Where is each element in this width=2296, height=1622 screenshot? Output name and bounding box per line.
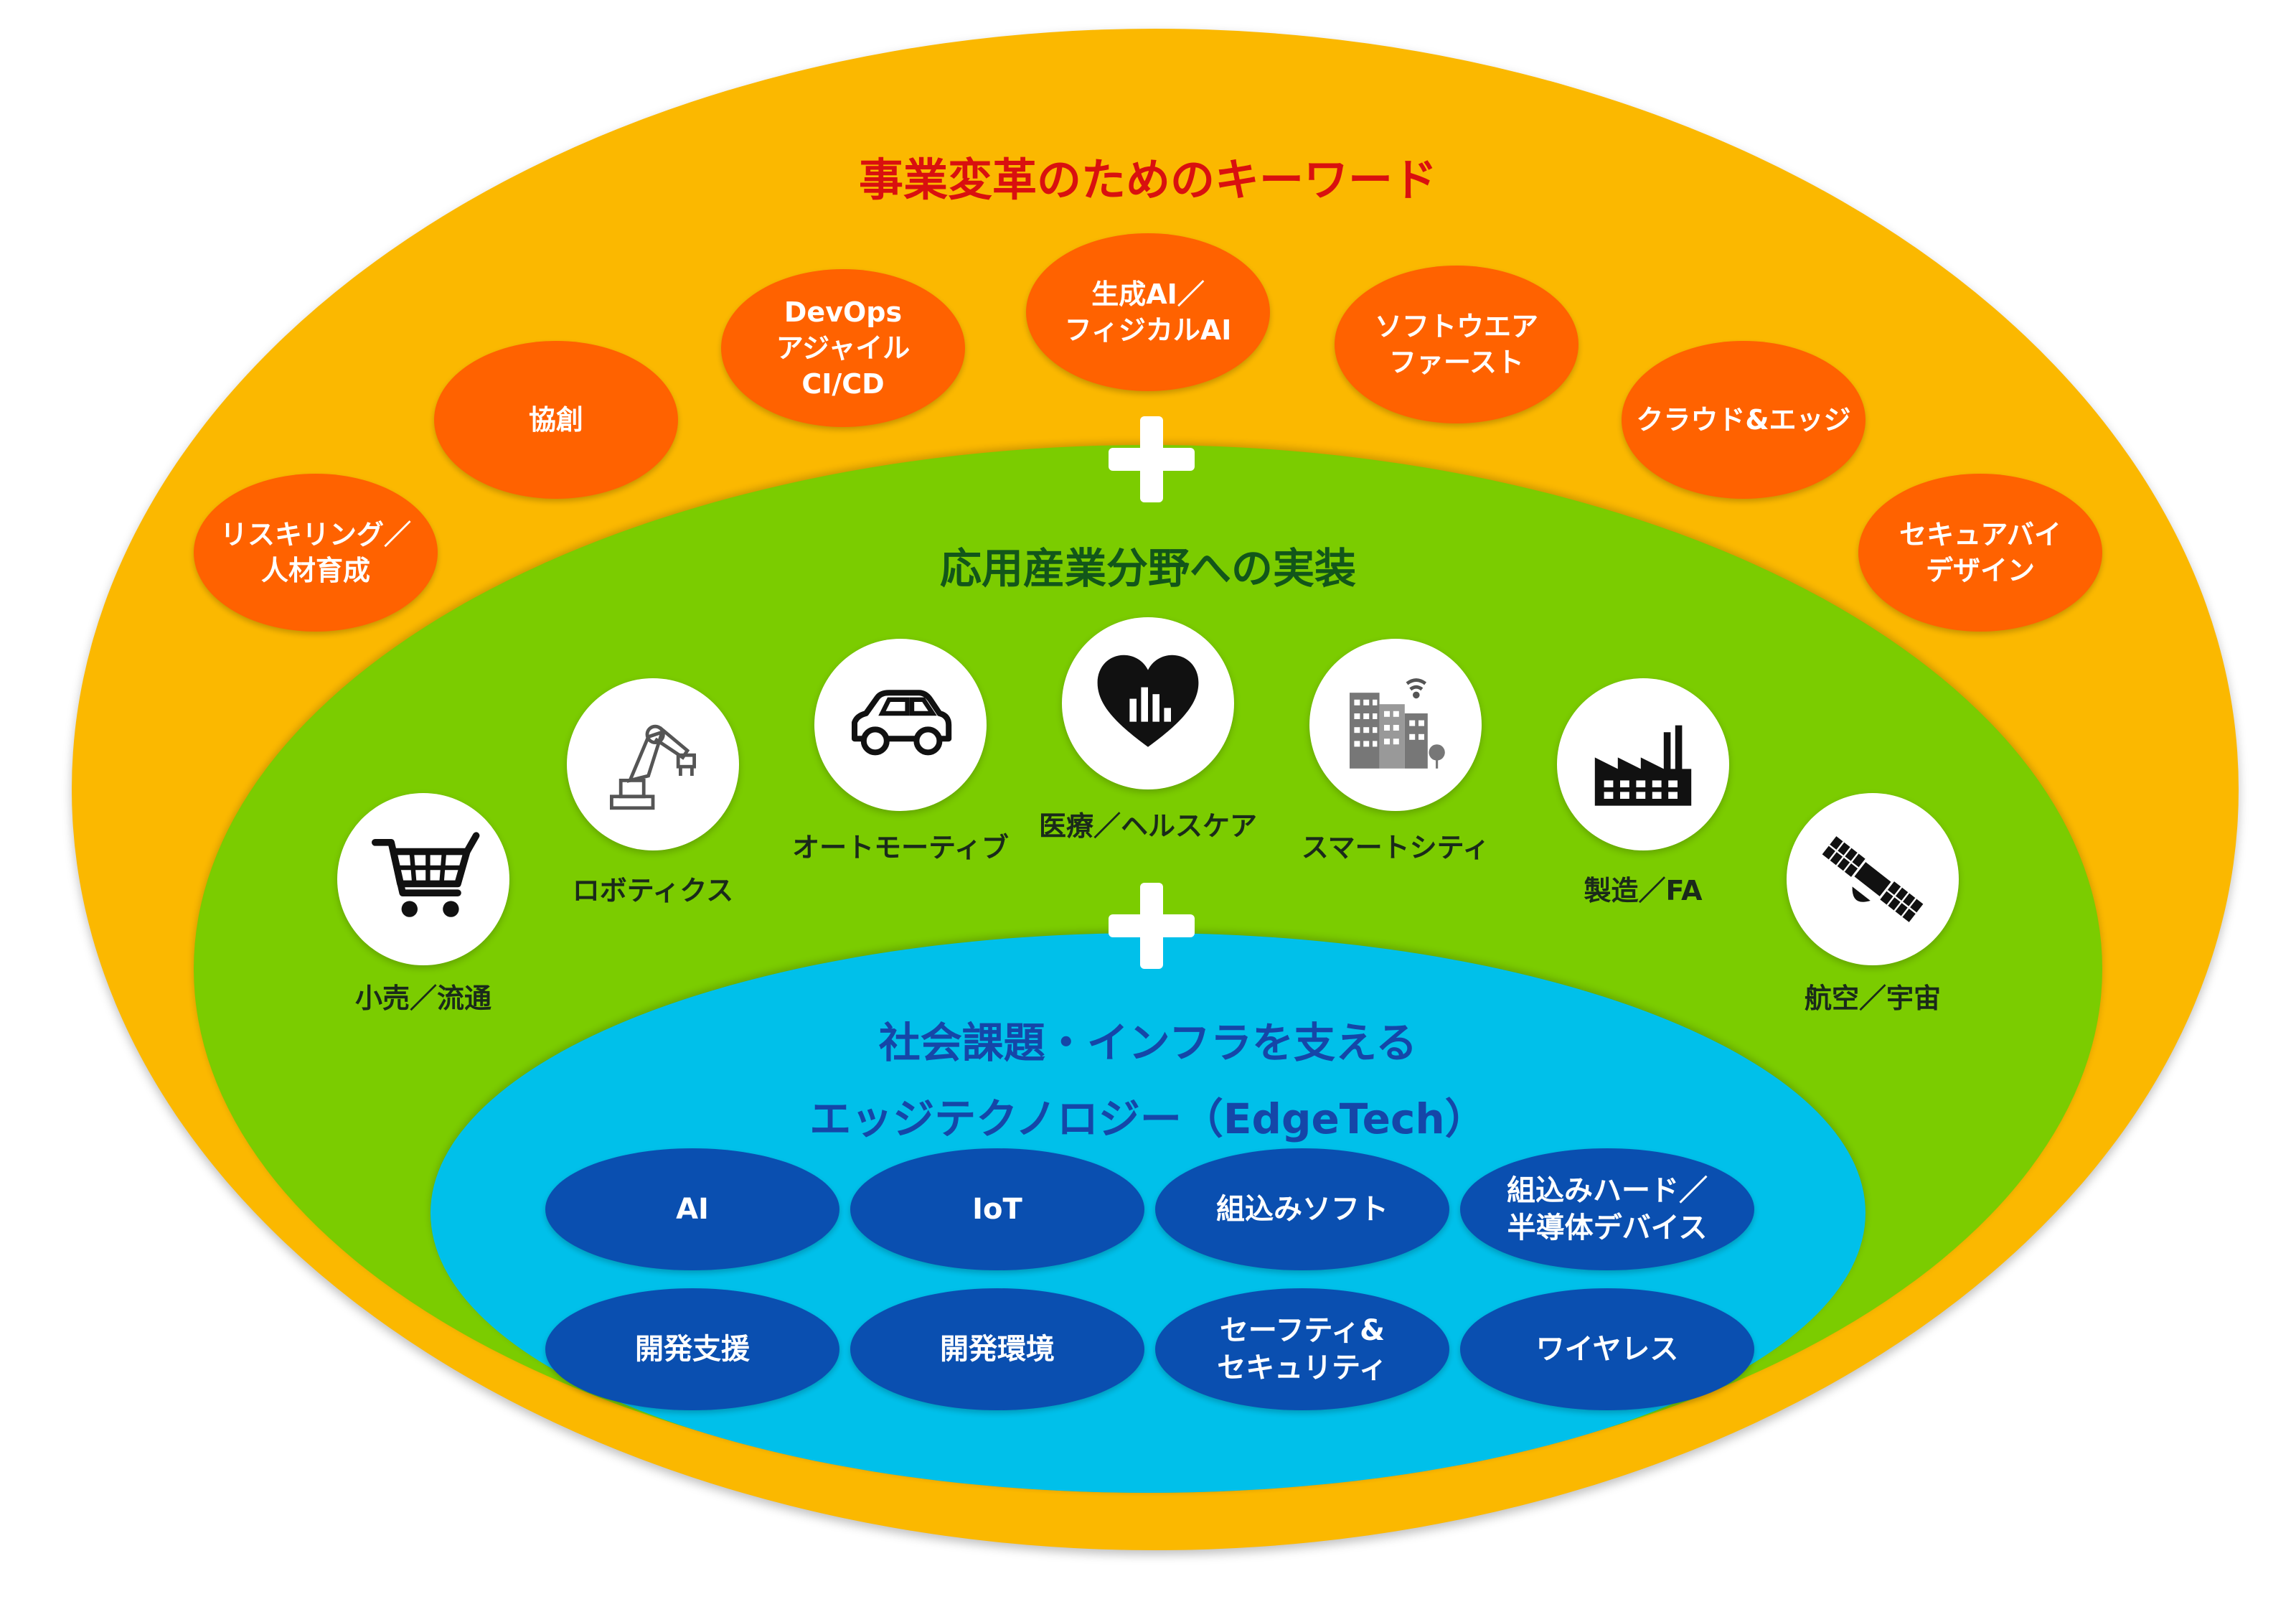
- keyword-software-first: ソフトウエア ファースト: [1335, 266, 1578, 423]
- tech-wireless: ワイヤレス: [1460, 1288, 1754, 1410]
- industry-label-automotive: オートモーティブ: [792, 832, 1009, 863]
- industry-label-retail: 小売／流通: [354, 983, 491, 1014]
- tech-iot: IoT: [850, 1148, 1144, 1270]
- inner-title-line2: エッジテクノロジー（EdgeTech）: [809, 1094, 1487, 1143]
- tech-development-support: 開発支援: [545, 1288, 839, 1410]
- industry-label-manufacturing: 製造／FA: [1584, 875, 1703, 906]
- tech-safety-security: セーフティ& セキュリティ: [1155, 1288, 1449, 1410]
- industry-manufacturing: [1557, 678, 1729, 850]
- plus-icon: [1109, 416, 1195, 502]
- industry-label-healthcare: 医療／ヘルスケア: [1038, 810, 1257, 842]
- tech-ai: AI: [545, 1148, 839, 1270]
- keyword-reskilling: リスキリング／ 人材育成: [194, 474, 438, 632]
- keyword-devops: DevOps アジャイル CI/CD: [721, 269, 965, 427]
- keyword-co-creation: 協創: [434, 341, 678, 499]
- plus-icon: [1109, 883, 1195, 969]
- shopping-cart-icon: [372, 832, 480, 917]
- keyword-generative-ai: 生成AI／ フィジカルAI: [1026, 233, 1270, 391]
- tech-embedded-hardware: 組込みハード／ 半導体デバイス: [1460, 1148, 1754, 1270]
- industry-automotive: [814, 639, 987, 811]
- inner-title: 社会課題・インフラを支える エッジテクノロジー（EdgeTech）: [574, 1005, 1722, 1157]
- industry-aerospace: [1787, 793, 1959, 965]
- industry-healthcare: [1062, 617, 1234, 789]
- robot-arm-icon: [610, 724, 696, 810]
- middle-title: 応用産業分野への実装: [939, 544, 1356, 593]
- heart-chart-icon: [1097, 655, 1199, 747]
- industry-smart-city: [1309, 639, 1482, 811]
- tech-embedded-software: 組込みソフト: [1155, 1148, 1449, 1270]
- tech-development-environment: 開発環境: [850, 1288, 1144, 1410]
- keyword-secure-by-design: セキュアバイ デザイン: [1858, 474, 2102, 632]
- industry-retail: [337, 793, 509, 965]
- outer-title: 事業変革のためのキーワード: [858, 154, 1437, 206]
- city-buildings-icon: [1350, 678, 1445, 769]
- industry-label-smart-city: スマートシティ: [1301, 832, 1490, 863]
- industry-label-aerospace: 航空／宇宙: [1804, 983, 1941, 1014]
- industry-label-robotics: ロボティクス: [572, 875, 734, 906]
- keyword-cloud-edge: クラウド&エッジ: [1622, 341, 1866, 499]
- satellite-icon: [1822, 836, 1924, 922]
- car-icon: [852, 690, 952, 756]
- industry-robotics: [567, 678, 739, 850]
- inner-title-line1: 社会課題・インフラを支える: [878, 1018, 1418, 1067]
- factory-icon: [1594, 725, 1692, 806]
